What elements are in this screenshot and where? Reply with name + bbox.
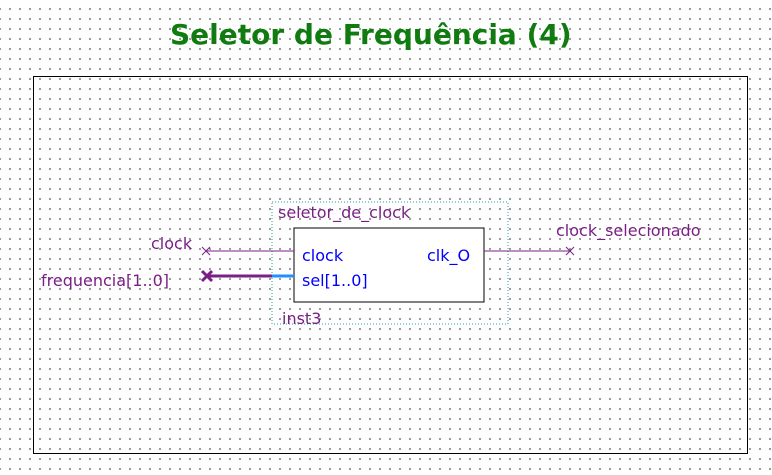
instance-outline xyxy=(271,201,509,325)
pin-output-label: clock_selecionado xyxy=(556,221,701,240)
pin-frequencia-label: frequencia[1..0] xyxy=(41,271,170,290)
block-name: seletor_de_clock xyxy=(278,203,411,222)
pin-clock-label: clock xyxy=(151,234,193,253)
frequencia-pin-x-icon xyxy=(200,269,214,283)
diagram-title: Seletor de Frequência (4) xyxy=(170,18,572,51)
output-pin-x-icon xyxy=(565,246,575,256)
port-clock: clock xyxy=(302,246,344,265)
port-clk-out: clk_O xyxy=(427,246,471,265)
block-body xyxy=(293,227,485,303)
instance-name: inst3 xyxy=(282,309,322,328)
port-sel: sel[1..0] xyxy=(302,271,368,290)
clock-pin-x-icon xyxy=(201,246,211,256)
schematic-frame xyxy=(33,76,748,454)
